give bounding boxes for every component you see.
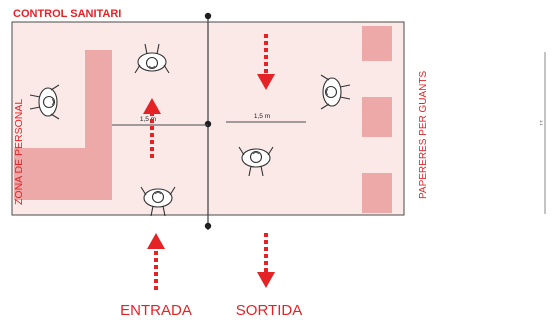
divider-dot-bottom: [204, 222, 212, 230]
arrow-down-inner-icon: [257, 34, 275, 90]
exit-label: SORTIDA: [236, 302, 302, 319]
glove-bin-middle: [362, 97, 392, 137]
staff-desk: [14, 50, 112, 200]
glove-bin-bottom: [362, 173, 392, 213]
edge-mark-label: 1:1: [539, 120, 544, 126]
glove-bin-top: [362, 26, 392, 61]
distance-label-left: 1,5 m: [140, 116, 156, 123]
distance-label-right: 1,5 m: [254, 113, 270, 120]
staff-zone-label: ZONA DE PERSONAL: [13, 99, 25, 205]
divider-dot-middle: [204, 120, 212, 128]
title-label: CONTROL SANITARI: [13, 8, 121, 20]
arrow-entrance-icon: [147, 233, 165, 290]
arrow-exit-icon: [257, 233, 275, 288]
arrow-up-inner-icon: [143, 98, 161, 158]
divider-dot-top: [204, 12, 212, 20]
glove-bins-label: PAPERERES PER GUANTS: [418, 70, 429, 199]
entrance-label: ENTRADA: [120, 302, 192, 319]
